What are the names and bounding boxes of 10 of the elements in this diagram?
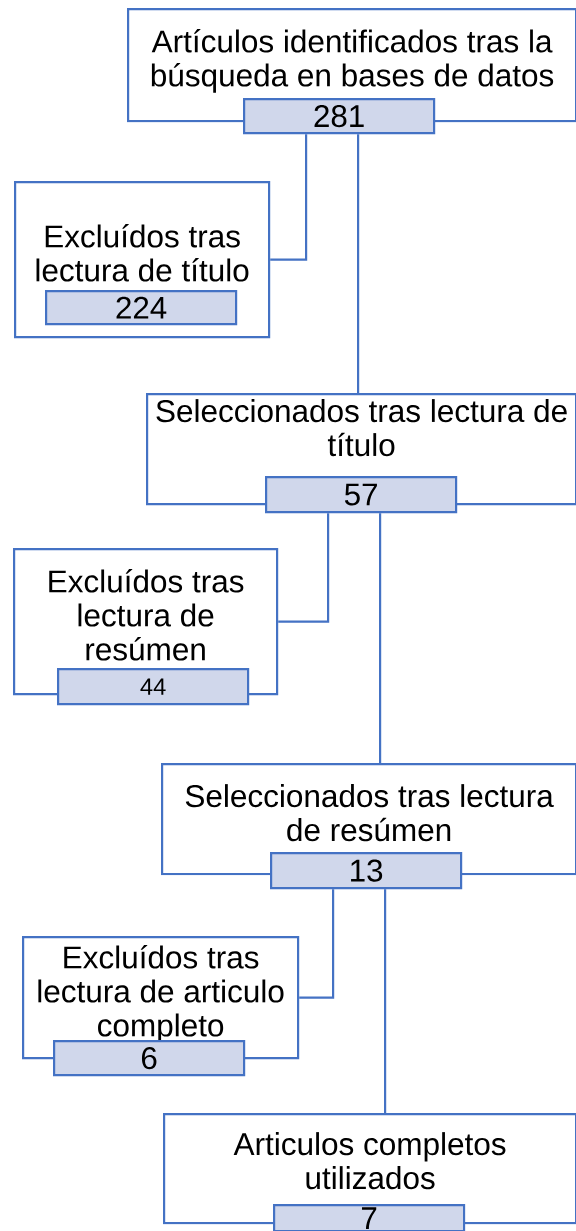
count-box: 57 <box>265 476 458 514</box>
connector-line <box>299 889 335 999</box>
count-box: 6 <box>53 1040 246 1077</box>
count-box: 7 <box>273 1204 466 1231</box>
connector-line <box>278 513 330 623</box>
count-box: 44 <box>57 668 250 706</box>
count-box: 13 <box>270 852 463 890</box>
connector-line <box>270 134 308 261</box>
count-box: 281 <box>243 98 436 135</box>
count-box: 224 <box>45 290 238 326</box>
